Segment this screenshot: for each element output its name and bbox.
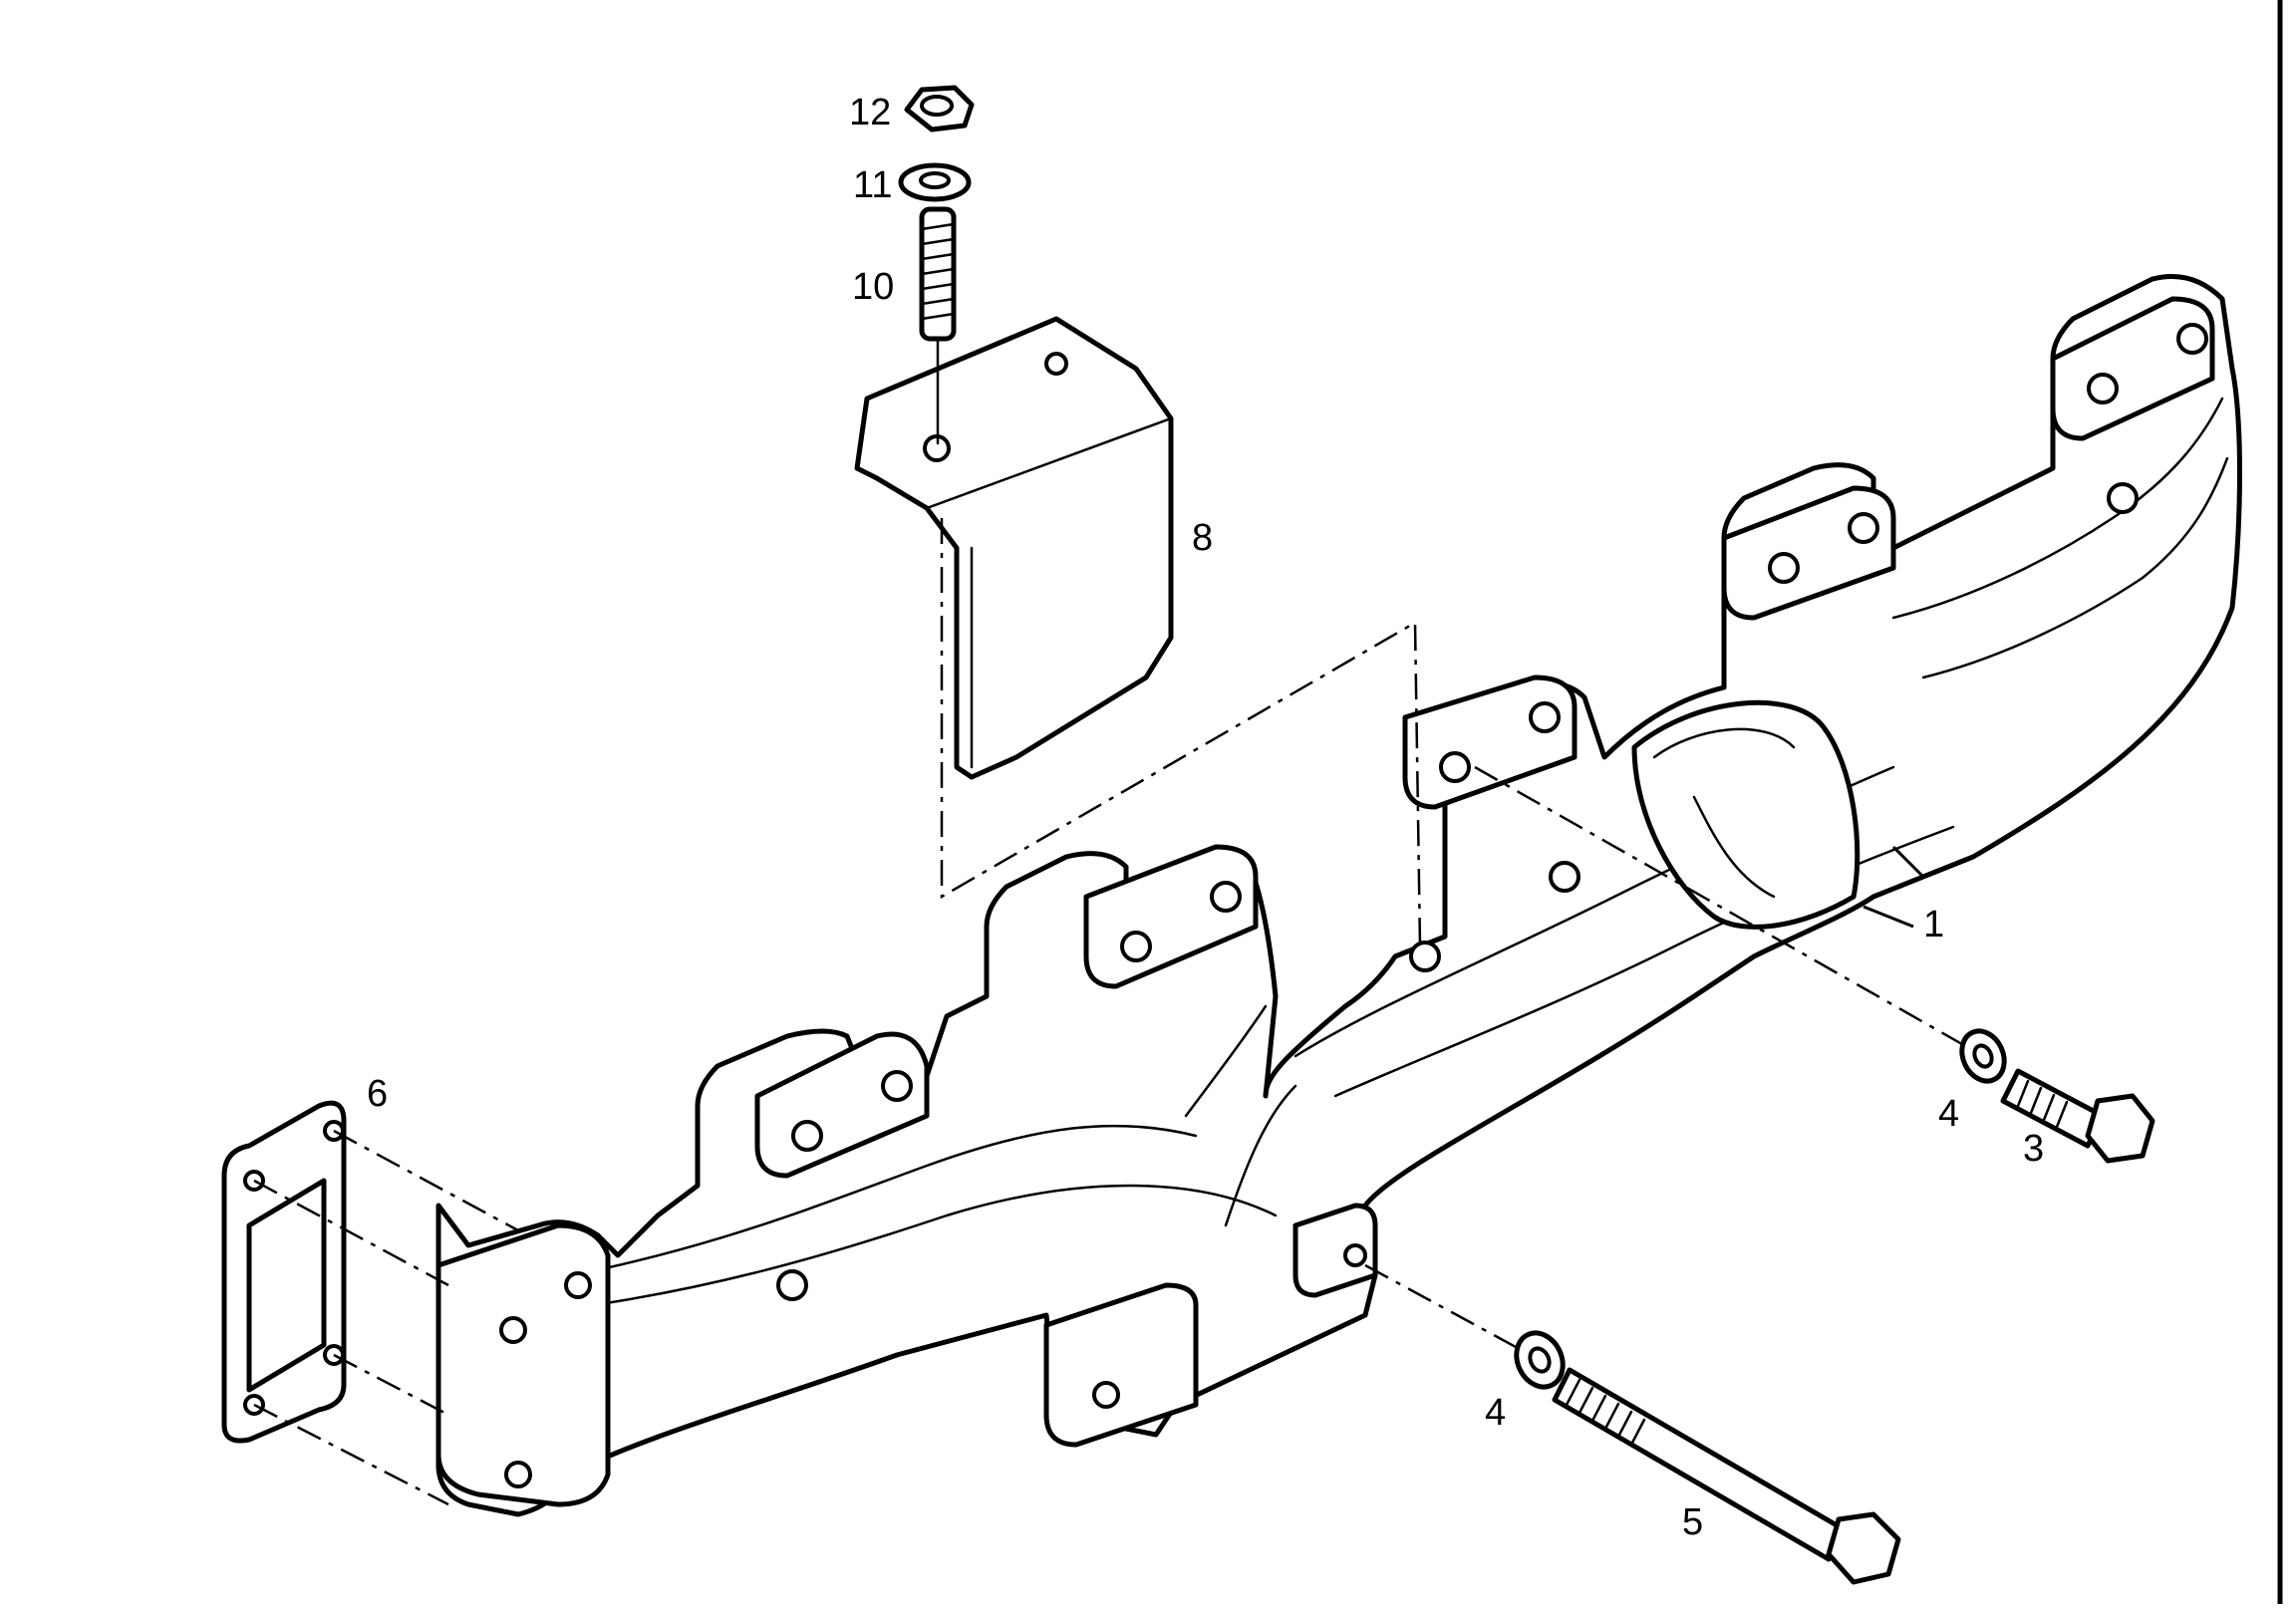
gasket-alignment-line xyxy=(253,1179,449,1287)
callout-washer-top: 11 xyxy=(853,164,892,206)
exhaust-manifold xyxy=(435,274,2242,1517)
washer-upper xyxy=(1959,1028,2007,1084)
heat-shield xyxy=(854,316,1174,780)
callout-stud: 10 xyxy=(852,266,894,308)
callout-nut: 12 xyxy=(849,92,891,134)
stud xyxy=(919,206,957,342)
gasket-alignment-line xyxy=(253,1403,449,1506)
callout-washer-upper: 4 xyxy=(1938,1093,1959,1135)
short-bolt xyxy=(2000,1068,2155,1164)
callout-1-leader-b xyxy=(1891,845,1925,879)
long-bolt xyxy=(1552,1367,1901,1585)
callout-gasket: 6 xyxy=(367,1073,388,1115)
callout-bolt-long: 5 xyxy=(1682,1501,1703,1543)
flange-gasket xyxy=(221,1100,347,1444)
shield-mounting-path xyxy=(940,518,1422,947)
gasket-alignment-line xyxy=(333,1353,449,1417)
callout-heat-shield: 8 xyxy=(1192,517,1213,559)
washer-lower xyxy=(1514,1330,1566,1390)
hex-nut xyxy=(904,85,975,133)
callout-manifold: 1 xyxy=(1923,904,1944,945)
callout-bolt-short: 3 xyxy=(2023,1128,2044,1170)
washer-top xyxy=(898,162,972,202)
callout-washer-lower: 4 xyxy=(1485,1392,1506,1434)
gasket-alignment-line xyxy=(333,1129,519,1232)
callout-1-leader xyxy=(1863,905,1914,929)
long-bolt-axis-line xyxy=(1364,1263,1541,1362)
